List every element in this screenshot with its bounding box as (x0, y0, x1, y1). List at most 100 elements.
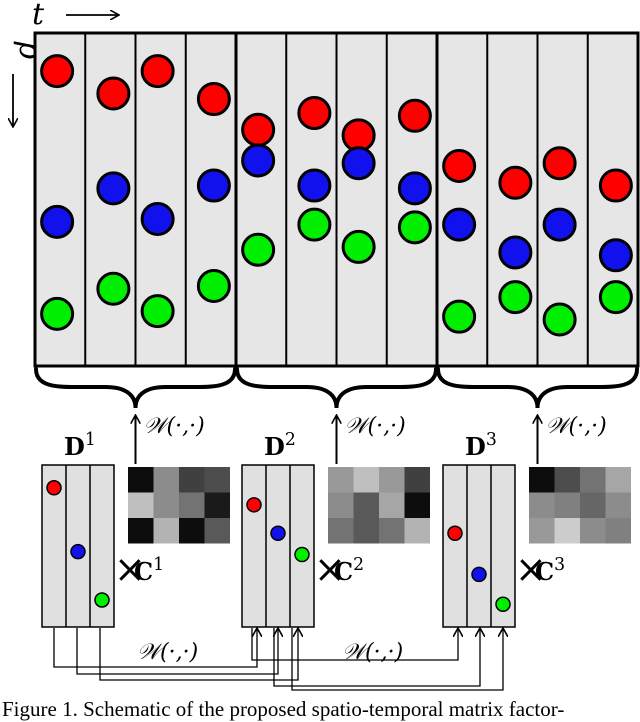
coefficient-cell (204, 518, 230, 544)
green-dot (397, 210, 432, 245)
coefficient-label: C3 (535, 555, 565, 586)
green-dot (542, 302, 577, 337)
green-atom (94, 592, 110, 608)
coefficient-cell (328, 518, 354, 544)
coefficient-cell (404, 518, 430, 544)
green-dot (442, 299, 477, 334)
red-atom (447, 525, 463, 541)
coefficient-cell (580, 467, 606, 493)
coefficient-cell (328, 467, 354, 493)
red-dot (40, 54, 75, 89)
coefficient-cell (128, 518, 154, 544)
coefficient-cell (404, 492, 430, 518)
green-dot (598, 280, 633, 315)
times-symbol: × (515, 547, 547, 591)
connector-d2-d3 (291, 628, 503, 691)
coefficient-cell (153, 518, 179, 544)
red-dot (341, 118, 376, 153)
coefficient-cell (404, 467, 430, 493)
blue-dot (442, 207, 477, 242)
blue-dot (140, 202, 175, 237)
red-dot (140, 54, 175, 89)
connector-mapping-label: 𝒲(·,·) (342, 640, 403, 665)
dictionary-label: D3 (465, 430, 497, 461)
green-dot (297, 207, 332, 242)
red-dot (196, 82, 231, 117)
mapping-label: 𝒲(·,·) (546, 414, 607, 439)
blue-dot (542, 207, 577, 242)
blue-dot (40, 204, 75, 239)
figure-caption: Figure 1. Schematic of the proposed spat… (2, 697, 565, 721)
coefficient-cell (529, 467, 555, 493)
green-dot (196, 268, 231, 303)
observation-matrix (33, 31, 640, 368)
coefficient-matrices (128, 467, 631, 544)
brace (235, 367, 438, 409)
coefficient-cell (328, 492, 354, 518)
green-dot (241, 232, 276, 267)
coefficient-cell (554, 518, 580, 544)
coefficient-cell (128, 492, 154, 518)
red-dot (397, 98, 432, 133)
dictionary-connectors: 𝒲(·,·) 𝒲(·,·) (53, 628, 503, 691)
green-dot (498, 280, 533, 315)
blue-dot (498, 235, 533, 270)
green-dot (341, 229, 376, 264)
coefficient-cell (179, 467, 205, 493)
connector-d1-d3 (99, 628, 298, 681)
coefficient-label: C2 (334, 555, 364, 586)
group-braces (34, 367, 639, 409)
dictionary-label: D1 (64, 430, 96, 461)
coefficient-cell (179, 518, 205, 544)
coefficient-cell (353, 518, 379, 544)
times-symbol: × (114, 547, 146, 591)
red-dot (498, 165, 533, 200)
brace (34, 367, 237, 409)
coefficient-cell (353, 467, 379, 493)
times-symbol: × (314, 547, 346, 591)
red-dot (241, 112, 276, 147)
coefficient-cell (529, 492, 555, 518)
coefficient-cell (204, 492, 230, 518)
coefficient-cell (605, 467, 631, 493)
svg-text:t: t (32, 0, 45, 32)
coefficient-cell (605, 518, 631, 544)
green-dot (40, 296, 75, 331)
coefficient-cell (353, 492, 379, 518)
coefficient-cell (153, 492, 179, 518)
green-dot (140, 294, 175, 329)
coefficient-cell (580, 518, 606, 544)
connector-d1-d2 (53, 628, 257, 668)
red-dot (542, 146, 577, 181)
coefficient-label: C1 (134, 555, 164, 586)
blue-dot (196, 168, 231, 203)
blue-dot (397, 171, 432, 206)
brace (436, 367, 639, 409)
mapping-label: 𝒲(·,·) (144, 414, 205, 439)
connector-d2-d3 (251, 628, 458, 661)
connector-mapping-label: 𝒲(·,·) (137, 640, 198, 665)
blue-dot (341, 146, 376, 181)
mapping-label: 𝒲(·,·) (345, 414, 406, 439)
green-dot (96, 271, 131, 306)
green-atom (294, 546, 310, 563)
time-axis-label: t (32, 0, 118, 32)
red-dot (297, 96, 332, 131)
coefficient-cell (379, 518, 405, 544)
mapping-labels: 𝒲(·,·) 𝒲(·,·) 𝒲(·,·) (136, 414, 607, 464)
green-atom (495, 596, 511, 612)
coefficient-cell (554, 492, 580, 518)
dictionary-frame (241, 464, 315, 628)
red-atom (246, 497, 262, 513)
coefficient-cell (179, 492, 205, 518)
blue-atom (70, 543, 86, 560)
dictionary-label: D2 (264, 430, 296, 461)
coefficient-cell (529, 518, 555, 544)
blue-dot (297, 168, 332, 203)
coefficient-cell (580, 492, 606, 518)
red-dot (96, 76, 131, 111)
connector-d2-d3 (273, 628, 480, 687)
blue-dot (96, 171, 131, 206)
